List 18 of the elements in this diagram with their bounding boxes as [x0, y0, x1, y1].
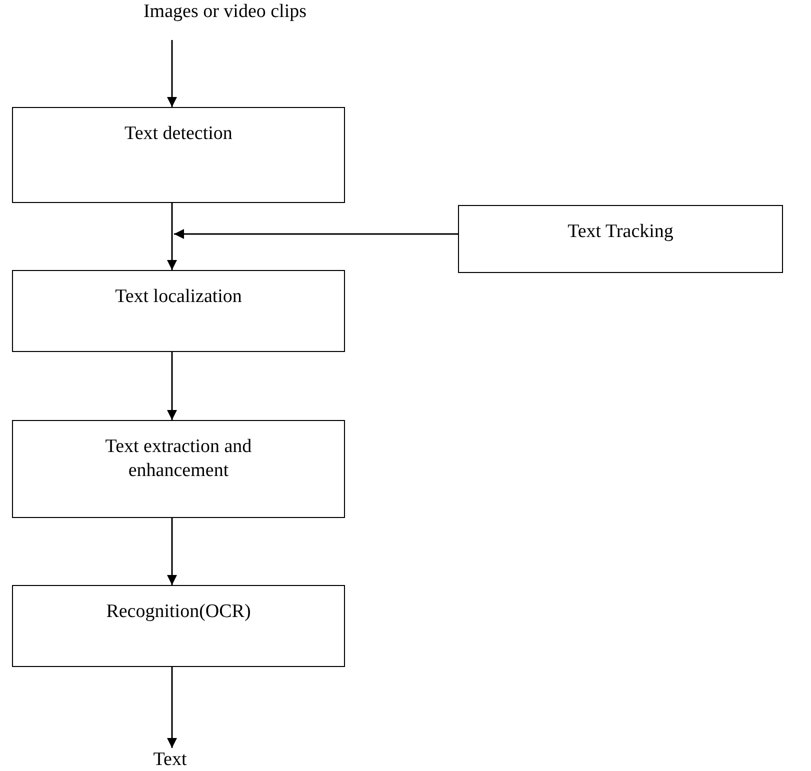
box-label: Text extraction and enhancement	[104, 435, 253, 483]
arrow	[167, 40, 177, 107]
flow-text: Images or video clips	[143, 1, 307, 22]
process-box	[12, 585, 345, 667]
box-label: Text localization	[114, 285, 243, 309]
arrow	[167, 352, 177, 420]
arrow	[167, 203, 177, 270]
box-label: Text Tracking	[566, 220, 674, 244]
box-label: Recognition(OCR)	[105, 600, 252, 624]
process-box	[458, 205, 783, 273]
arrow	[167, 518, 177, 585]
arrow	[174, 229, 458, 239]
process-box	[12, 107, 345, 203]
process-box	[12, 420, 345, 518]
box-label: Text detection	[124, 122, 234, 146]
arrow	[167, 667, 177, 748]
flow-text: Text	[153, 749, 187, 770]
process-box	[12, 270, 345, 352]
